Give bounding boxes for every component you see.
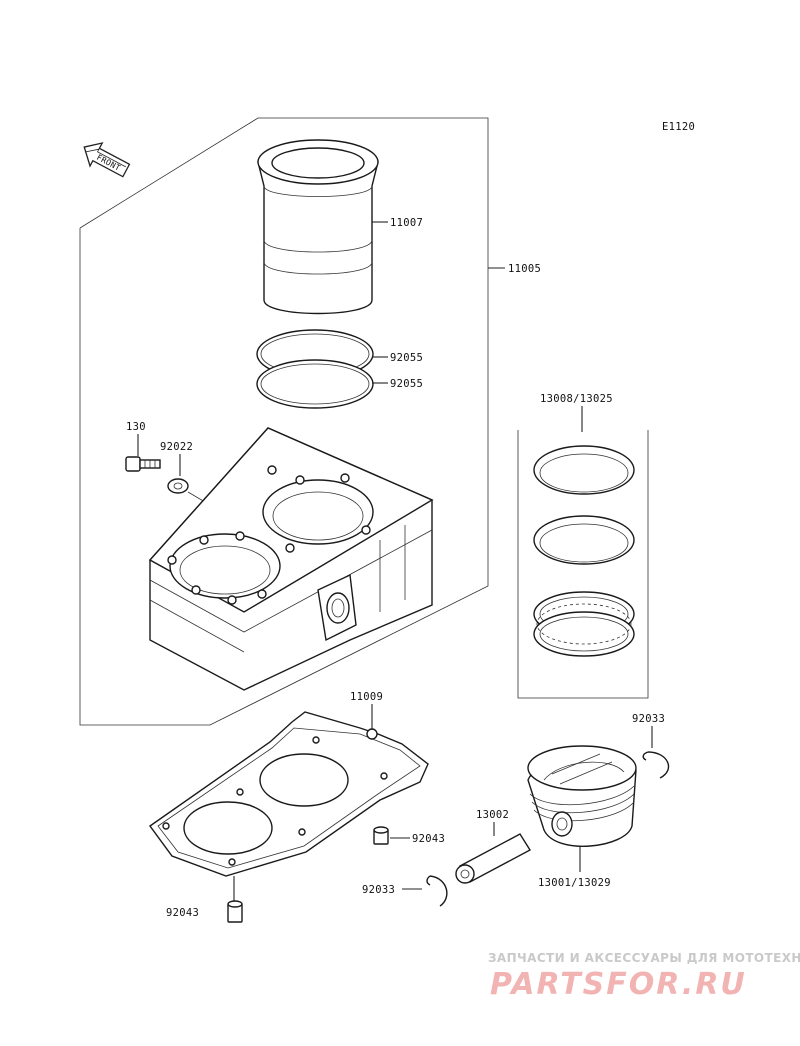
piston [527,745,637,847]
piston-ring-top [533,445,635,495]
label-11007: 11007 [390,217,423,229]
label-130: 130 [126,421,146,433]
oil-ring [533,591,635,657]
label-13001-13029: 13001/13029 [538,877,611,889]
label-92055-b: 92055 [390,378,423,390]
piston-pin [455,833,531,884]
circlip-a [642,751,670,779]
label-92043-a: 92043 [412,833,445,845]
circlip-b [426,875,448,907]
bolt-icon [125,456,161,472]
piston-ring-second [533,515,635,565]
dowel-pin-b [227,900,243,923]
cylinder-sleeve [257,139,379,315]
diagram-code: E1120 [662,121,695,133]
front-arrow-icon: FRONT [83,142,131,178]
label-92055-a: 92055 [390,352,423,364]
watermark-brand: PARTSFOR.RU [490,967,747,1002]
assembly-frame [79,117,489,726]
label-13008-13025: 13008/13025 [540,393,613,405]
watermark-tagline: ЗАПЧАСТИ И АКСЕССУАРЫ ДЛЯ МОТОТЕХНИКИ [488,951,800,965]
washer-icon [167,478,189,494]
cylinder-block [148,427,434,691]
label-11009: 11009 [350,691,383,703]
label-11005: 11005 [508,263,541,275]
label-92033-b: 92033 [362,884,395,896]
label-13002: 13002 [476,809,509,821]
piston-ring-set-frame [517,430,649,699]
o-ring-lower [256,359,374,409]
label-92043-b: 92043 [166,907,199,919]
base-gasket [149,711,429,877]
label-92022: 92022 [160,441,193,453]
dowel-pin-a [373,826,389,845]
label-92033-a: 92033 [632,713,665,725]
